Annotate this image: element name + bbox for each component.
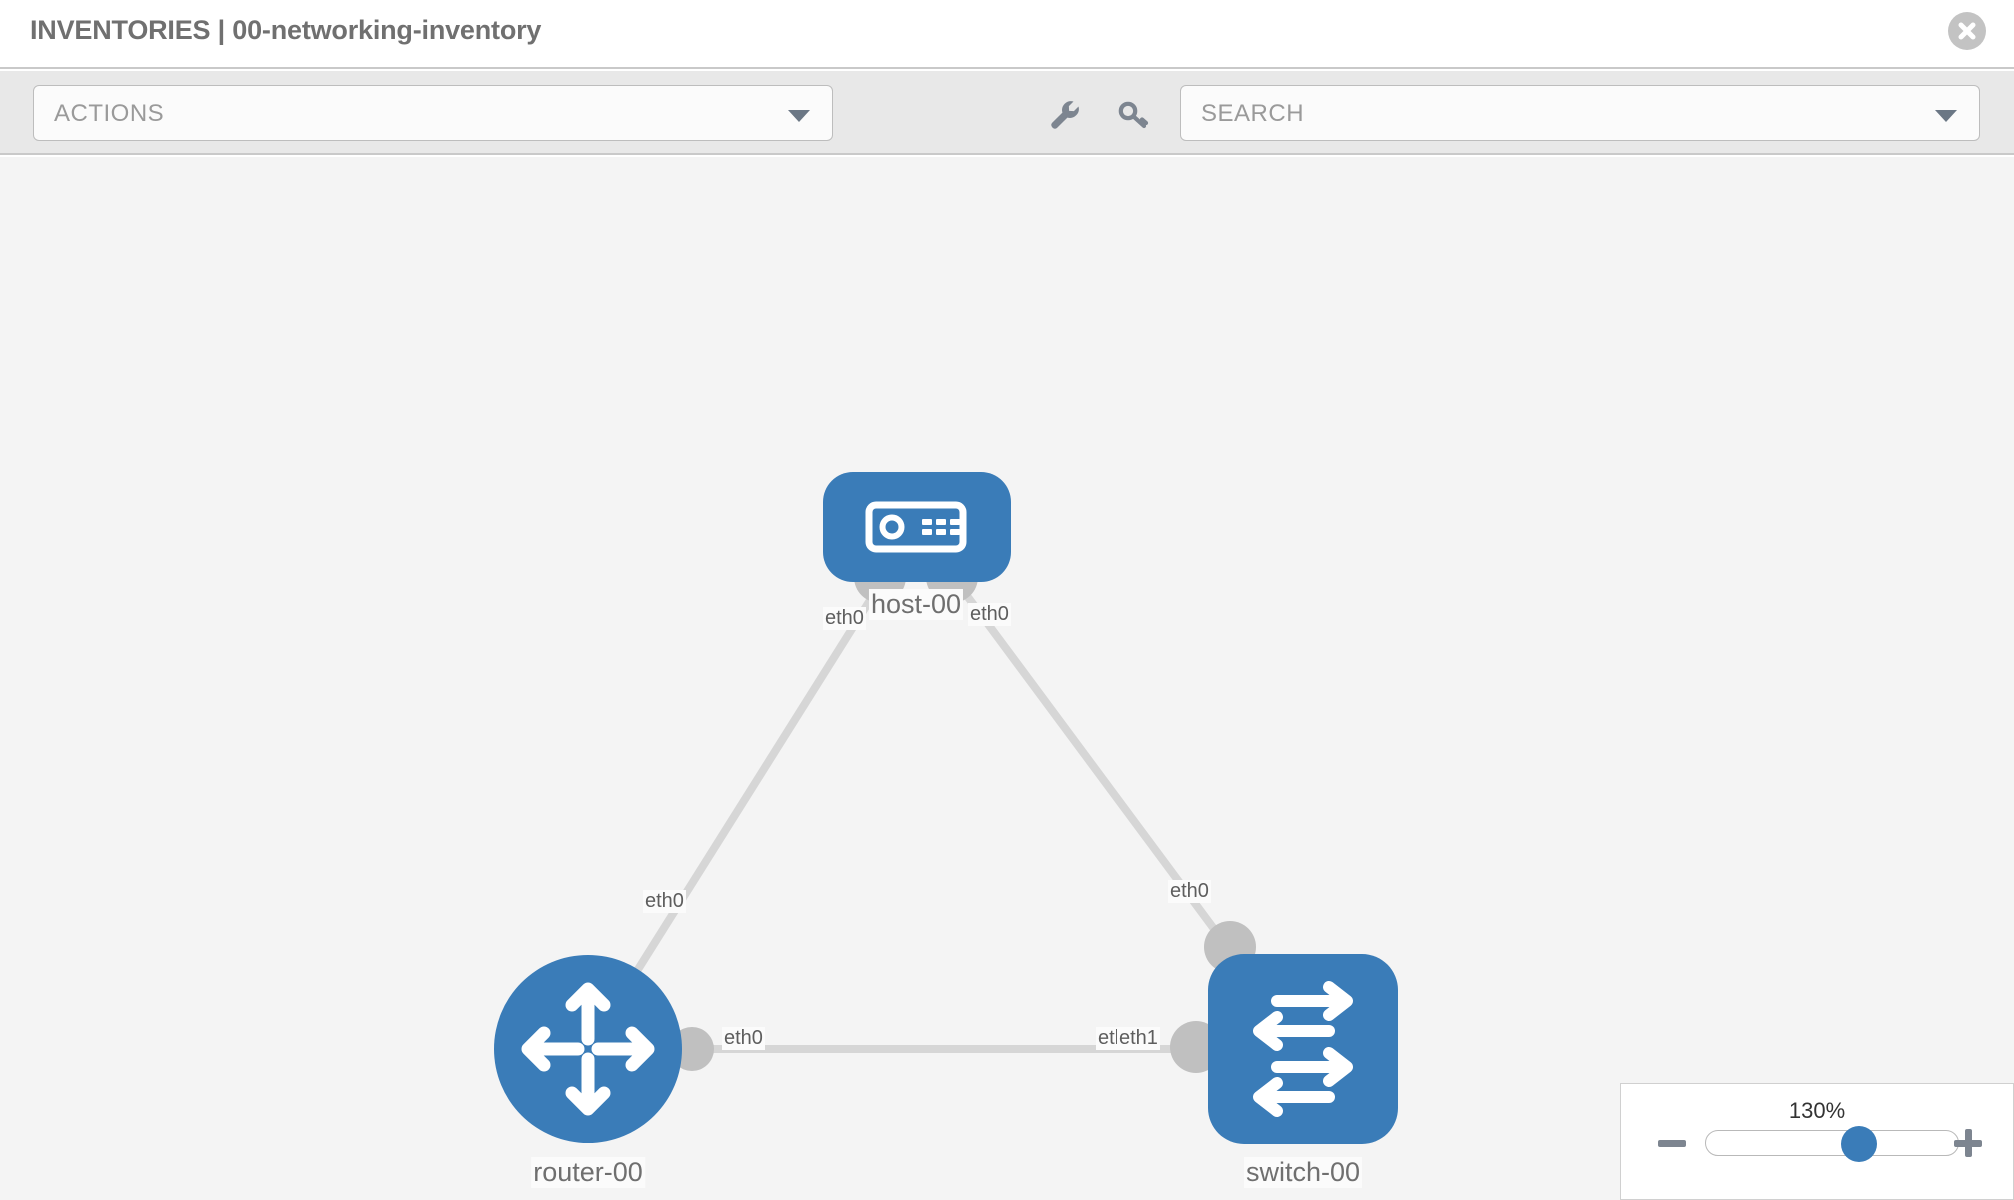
close-button[interactable] — [1948, 12, 1986, 50]
key-button[interactable] — [1113, 95, 1153, 135]
wrench-button[interactable] — [1045, 95, 1085, 135]
zoom-level-value: 130% — [1788, 1098, 1846, 1123]
actions-dropdown[interactable]: ACTIONS — [33, 85, 833, 141]
search-input[interactable]: SEARCH — [1180, 85, 1980, 141]
minus-icon — [1658, 1140, 1686, 1147]
server-icon — [865, 501, 967, 553]
chevron-down-icon — [788, 110, 810, 122]
link-label-router-eth0-diag: eth0 — [643, 890, 686, 913]
zoom-slider[interactable] — [1705, 1126, 1959, 1162]
node-label-router-00: router-00 — [531, 1157, 645, 1188]
node-router-00[interactable] — [494, 955, 682, 1143]
link-label-router-eth0-horiz: eth0 — [722, 1027, 765, 1050]
zoom-out-button[interactable] — [1655, 1126, 1689, 1160]
link-label-switch-eth0-diag: eth0 — [1168, 880, 1211, 903]
link-label-switch-eth1: eth1 — [1117, 1027, 1160, 1050]
link-label-host-eth0-right: eth0 — [968, 603, 1011, 626]
topology-ports — [670, 551, 1256, 1073]
node-label-host-00: host-00 — [868, 589, 964, 620]
close-icon — [1958, 22, 1976, 40]
switch-arrows-icon — [1253, 981, 1353, 1117]
toolbar: ACTIONS SEARCH — [0, 71, 2014, 155]
chevron-down-icon[interactable] — [1935, 110, 1957, 122]
link-label-host-eth0-left: eth0 — [823, 607, 866, 630]
node-label-switch-00: switch-00 — [1243, 1157, 1363, 1188]
zoom-slider-thumb[interactable] — [1841, 1126, 1878, 1162]
zoom-control: 130% — [1620, 1083, 2014, 1200]
page-title: INVENTORIES | 00-networking-inventory — [30, 15, 542, 45]
zoom-in-button[interactable] — [1951, 1126, 1985, 1160]
router-arrows-icon — [521, 982, 655, 1116]
page-header: INVENTORIES | 00-networking-inventory — [0, 0, 2014, 69]
plus-icon — [1954, 1129, 1982, 1157]
key-icon — [1118, 101, 1149, 129]
topology-graph — [494, 472, 1398, 1144]
node-switch-00[interactable] — [1208, 954, 1398, 1144]
search-placeholder: SEARCH — [1201, 100, 1305, 127]
actions-dropdown-label: ACTIONS — [54, 100, 165, 127]
node-host-00[interactable] — [823, 472, 1011, 582]
topology-canvas[interactable]: host-00 router-00 switch-00 eth0 eth0 et… — [0, 157, 2014, 1200]
wrench-icon — [1051, 101, 1079, 129]
